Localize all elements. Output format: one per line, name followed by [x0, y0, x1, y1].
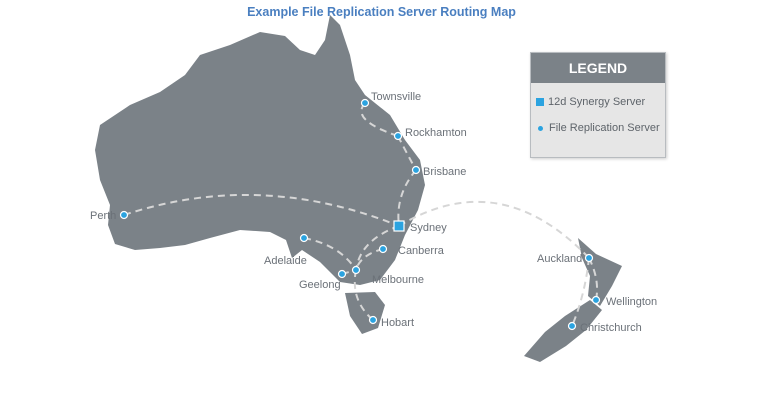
- server-adelaide[interactable]: [299, 233, 309, 243]
- server-geelong[interactable]: [337, 269, 347, 279]
- legend-heading: LEGEND: [531, 53, 665, 83]
- new-zealand-south-island: [524, 300, 602, 362]
- server-canberra[interactable]: [378, 244, 388, 254]
- route-sydney-auckland: [398, 200, 590, 259]
- label-geelong: Geelong: [299, 279, 341, 291]
- label-adelaide: Adelaide: [264, 255, 307, 267]
- city-labels: Townsville Rockhamton Brisbane Sydney Pe…: [90, 91, 657, 334]
- legend: LEGEND 12d Synergy Server File Replicati…: [530, 52, 666, 158]
- route-auckland-christchurch: [571, 257, 590, 327]
- server-townsville[interactable]: [360, 98, 370, 108]
- server-christchurch[interactable]: [567, 321, 577, 331]
- label-perth: Perth: [90, 210, 116, 222]
- route-adelaide-melbourne: [303, 237, 357, 271]
- servers: [119, 98, 601, 331]
- label-wellington: Wellington: [606, 296, 657, 308]
- route-melbourne-hobart: [353, 269, 374, 321]
- label-townsville: Townsville: [371, 91, 421, 103]
- label-brisbane: Brisbane: [423, 166, 466, 178]
- server-perth[interactable]: [119, 210, 129, 220]
- route-perth-sydney: [123, 194, 400, 227]
- square-marker-icon: [536, 98, 544, 106]
- route-brisbane-sydney: [397, 169, 417, 227]
- server-hobart[interactable]: [368, 315, 378, 325]
- server-wellington[interactable]: [591, 295, 601, 305]
- legend-item-synergy: 12d Synergy Server: [536, 89, 665, 115]
- legend-label: 12d Synergy Server: [548, 96, 646, 108]
- label-rockhampton: Rockhamton: [405, 127, 467, 139]
- label-sydney: Sydney: [410, 222, 447, 234]
- map-title: Example File Replication Server Routing …: [247, 5, 516, 19]
- legend-item-replication: File Replication Server: [536, 115, 665, 141]
- label-auckland: Auckland: [537, 253, 582, 265]
- label-christchurch: Christchurch: [580, 322, 642, 334]
- label-canberra: Canberra: [398, 245, 445, 257]
- australia: [95, 15, 425, 285]
- server-brisbane[interactable]: [411, 165, 421, 175]
- server-auckland[interactable]: [584, 253, 594, 263]
- label-hobart: Hobart: [381, 317, 414, 329]
- tasmania: [345, 292, 385, 334]
- legend-label: File Replication Server: [549, 122, 660, 134]
- dot-marker-icon: [538, 125, 543, 131]
- server-melbourne[interactable]: [351, 265, 361, 275]
- label-melbourne: Melbourne: [372, 274, 424, 286]
- synergy-server-sydney[interactable]: [393, 220, 405, 232]
- server-rockhampton[interactable]: [393, 131, 403, 141]
